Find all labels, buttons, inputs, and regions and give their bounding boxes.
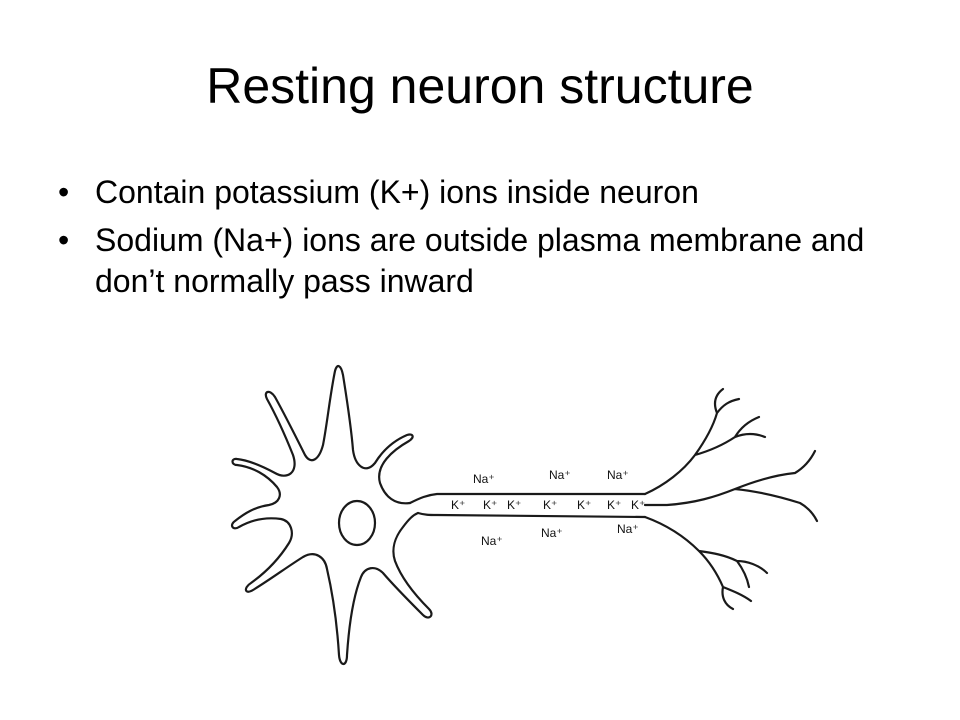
sodium-ion-label: Na⁺	[617, 522, 639, 536]
sodium-ion-label: Na⁺	[549, 468, 571, 482]
potassium-ion-label: K⁺	[607, 498, 621, 512]
neuron-outline	[230, 365, 819, 666]
potassium-ion-label: K⁺	[507, 498, 521, 512]
bullet-list: • Contain potassium (K+) ions inside neu…	[58, 172, 938, 309]
nucleus	[337, 499, 377, 547]
sodium-ion-label: Na⁺	[481, 534, 503, 548]
axon-upper-membrane	[408, 492, 647, 505]
potassium-ion-label: K⁺	[577, 498, 591, 512]
potassium-ions-inside: K⁺ K⁺ K⁺ K⁺ K⁺ K⁺ K⁺	[451, 498, 645, 512]
bullet-marker: •	[58, 174, 70, 210]
sodium-ion-label: Na⁺	[541, 526, 563, 540]
sodium-ion-label: Na⁺	[473, 472, 495, 486]
sodium-ions-outside-top: Na⁺ Na⁺ Na⁺	[473, 468, 629, 486]
bullet-text: Contain potassium (K+) ions inside neuro…	[95, 174, 699, 210]
axon-terminal	[643, 387, 819, 611]
sodium-ion-label: Na⁺	[607, 468, 629, 482]
bullet-text: Sodium (Na+) ions are outside plasma mem…	[95, 222, 865, 299]
soma-outline	[230, 365, 433, 666]
bullet-item-sodium: • Sodium (Na+) ions are outside plasma m…	[58, 220, 938, 302]
slide-title: Resting neuron structure	[206, 58, 754, 114]
potassium-ion-label: K⁺	[543, 498, 557, 512]
potassium-ion-label: K⁺	[451, 498, 465, 512]
neuron-diagram: Na⁺ Na⁺ Na⁺ K⁺ K⁺ K⁺ K⁺ K⁺ K⁺ K⁺ Na⁺ Na⁺…	[215, 355, 830, 715]
potassium-ion-label: K⁺	[483, 498, 497, 512]
neuron-drawing: Na⁺ Na⁺ Na⁺ K⁺ K⁺ K⁺ K⁺ K⁺ K⁺ K⁺ Na⁺ Na⁺…	[230, 365, 819, 666]
bullet-marker: •	[58, 222, 70, 258]
potassium-ion-label: K⁺	[631, 498, 645, 512]
axon-lower-membrane	[416, 511, 647, 519]
sodium-ions-outside-bottom: Na⁺ Na⁺ Na⁺	[481, 522, 639, 548]
bullet-item-potassium: • Contain potassium (K+) ions inside neu…	[58, 172, 938, 213]
